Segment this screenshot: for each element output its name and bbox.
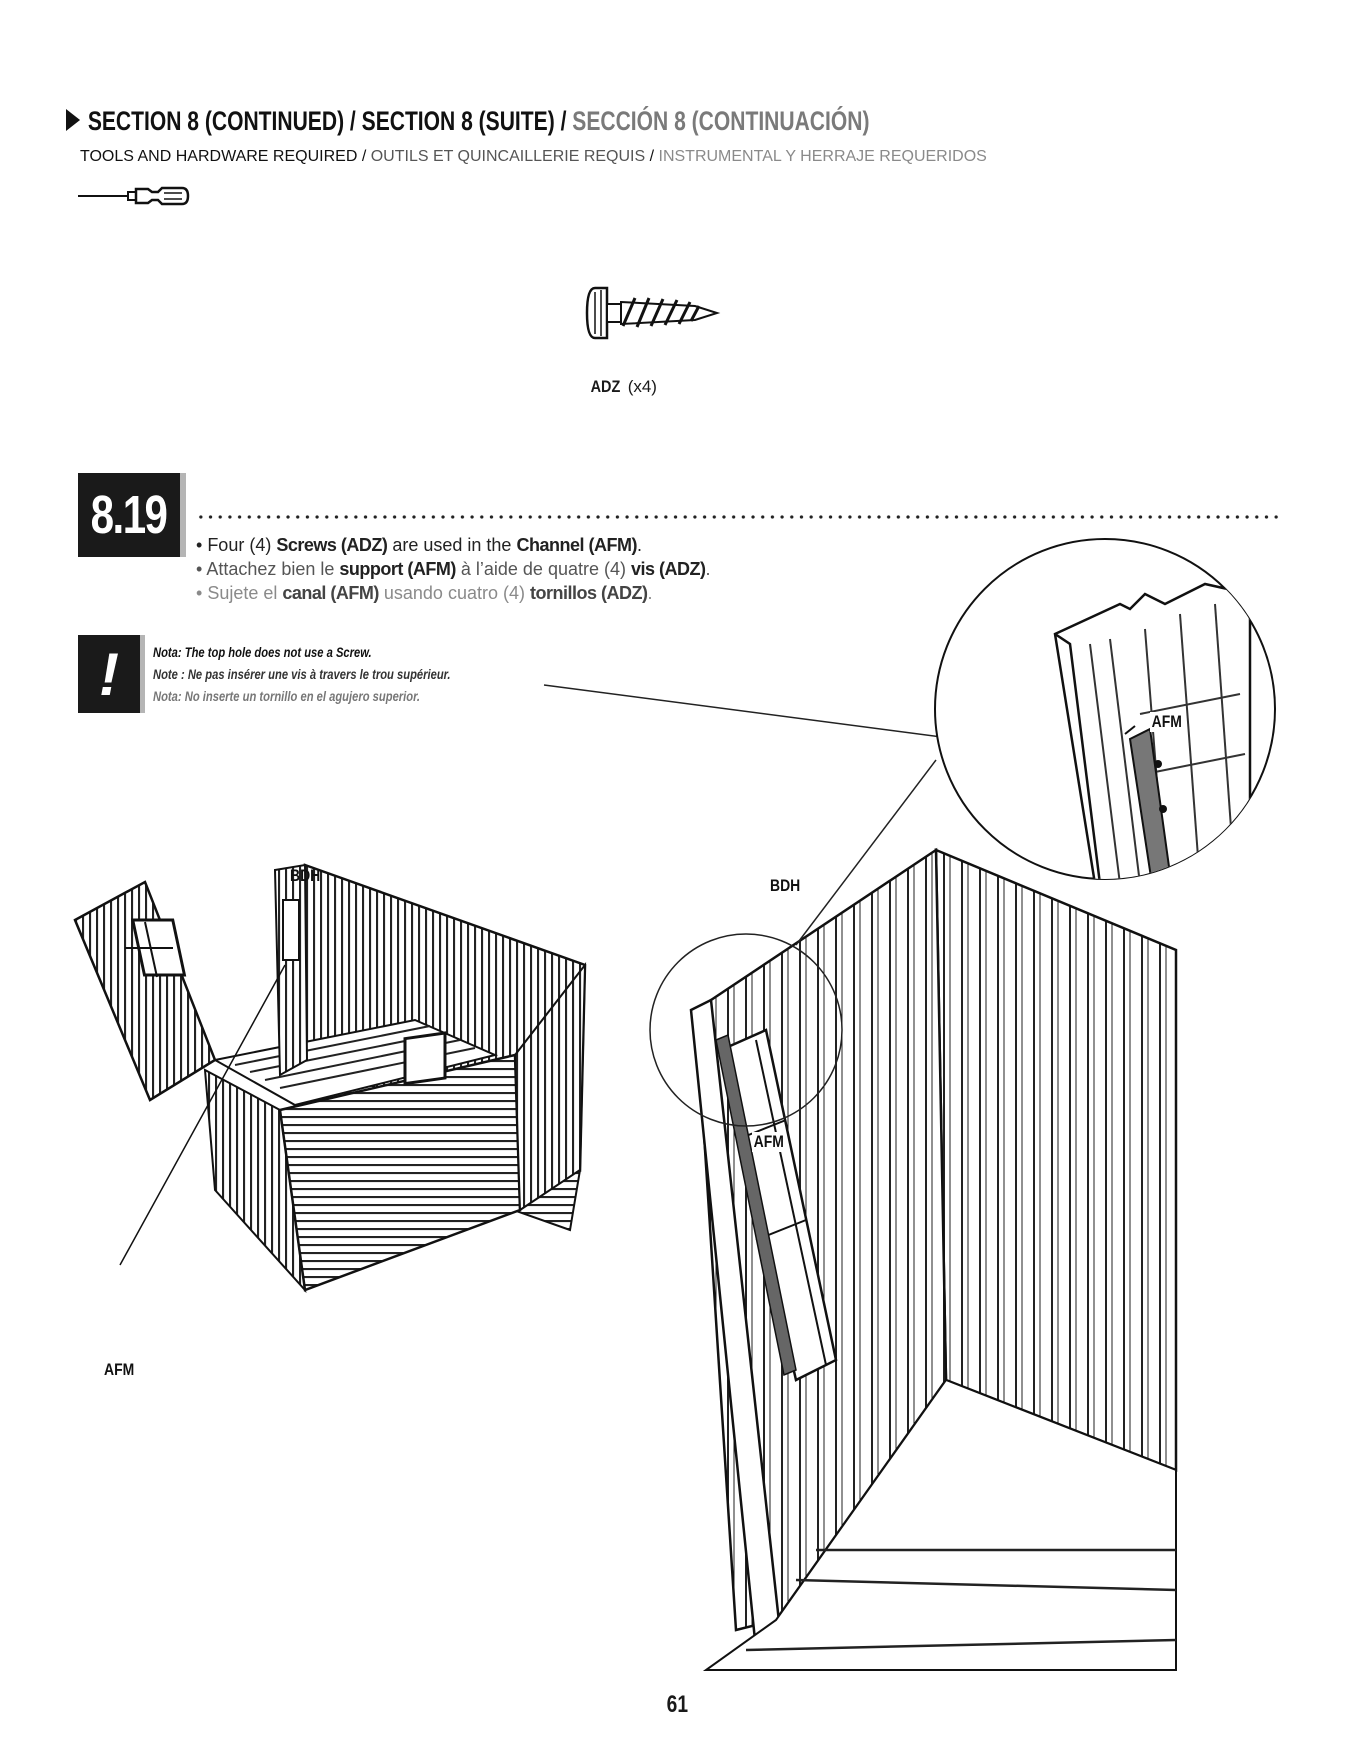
play-triangle-icon: [66, 109, 81, 131]
screw-icon: [585, 286, 721, 340]
warning-badge-shadow: [140, 635, 145, 713]
instruction-part: canal (AFM): [282, 583, 379, 603]
section-title-fr: SECTION 8 (SUITE): [361, 106, 555, 136]
tools-required-es: INSTRUMENTAL Y HERRAJE REQUERIDOS: [658, 148, 987, 165]
step-number: 8.19: [91, 485, 168, 545]
title-separator: /: [554, 106, 573, 136]
instruction-text: .: [636, 535, 642, 555]
instruction-text: .: [705, 559, 711, 579]
tools-separator: /: [357, 148, 371, 165]
zoom-detail-illustration: [934, 538, 1276, 880]
shed-corner-illustration: [649, 759, 1178, 1671]
instruction-es: • Sujete el canal (AFM) usando cuatro (4…: [196, 583, 653, 603]
tools-required-line: TOOLS AND HARDWARE REQUIRED / OUTILS ET …: [80, 148, 987, 166]
step-number-badge: 8.19: [78, 473, 180, 557]
instruction-part: Channel (AFM): [516, 535, 637, 555]
tools-required-en: TOOLS AND HARDWARE REQUIRED: [80, 148, 358, 165]
afm-label-left: AFM: [104, 1360, 135, 1379]
instruction-part: vis (ADZ): [630, 559, 706, 579]
page-number: 61: [666, 1691, 689, 1718]
note-en: Nota: The top hole does not use a Screw.: [153, 644, 372, 660]
section-title-es: SECCIÓN 8 (CONTINUACIÓN): [572, 106, 870, 136]
section-title: SECTION 8 (CONTINUED) / SECTION 8 (SUITE…: [66, 106, 869, 137]
instruction-text: Four (4): [207, 535, 277, 555]
instruction-text: are used in the: [387, 535, 517, 555]
hardware-qty: (x4): [627, 377, 657, 396]
instruction-part: tornillos (ADZ): [529, 583, 648, 603]
title-separator: /: [344, 106, 362, 136]
instruction-text: Attachez bien le: [206, 559, 340, 579]
exclamation-icon: !: [78, 635, 140, 713]
instruction-part: support (AFM): [339, 559, 456, 579]
step-badge-shadow: [180, 473, 186, 557]
instruction-text: .: [647, 583, 653, 603]
bdh-label-right: BDH: [770, 876, 801, 895]
hardware-label: ADZ (x4): [588, 377, 657, 397]
note-block: Nota: The top hole does not use a Screw.…: [153, 641, 525, 707]
hardware-code: ADZ: [590, 377, 621, 396]
instruction-en: • Four (4) Screws (ADZ) are used in the …: [196, 535, 642, 555]
bdh-label-left: BDH: [290, 866, 321, 885]
afm-label-right: AFM: [752, 1132, 786, 1152]
dotted-divider: [196, 514, 1281, 520]
step-instructions: • Four (4) Screws (ADZ) are used in the …: [196, 533, 711, 605]
instruction-text: à l’aide de quatre (4): [455, 559, 631, 579]
note-fr: Note : Ne pas insérer une vis à travers …: [153, 666, 451, 682]
screwdriver-icon: [78, 186, 190, 206]
section-title-en: SECTION 8 (CONTINUED): [87, 106, 345, 136]
afm-label-zoom: AFM: [1150, 712, 1184, 732]
instruction-text: usando cuatro (4): [378, 583, 530, 603]
warning-mark: !: [99, 640, 119, 708]
tools-separator: /: [645, 148, 659, 165]
instruction-part: Screws (ADZ): [276, 535, 388, 555]
instruction-fr: • Attachez bien le support (AFM) à l’aid…: [196, 559, 711, 579]
shed-overview-illustration: [73, 863, 587, 1294]
instruction-text: Sujete el: [207, 583, 283, 603]
tools-required-fr: OUTILS ET QUINCAILLERIE REQUIS: [370, 148, 646, 165]
note-es: Nota: No inserte un tornillo en el aguje…: [153, 688, 420, 704]
